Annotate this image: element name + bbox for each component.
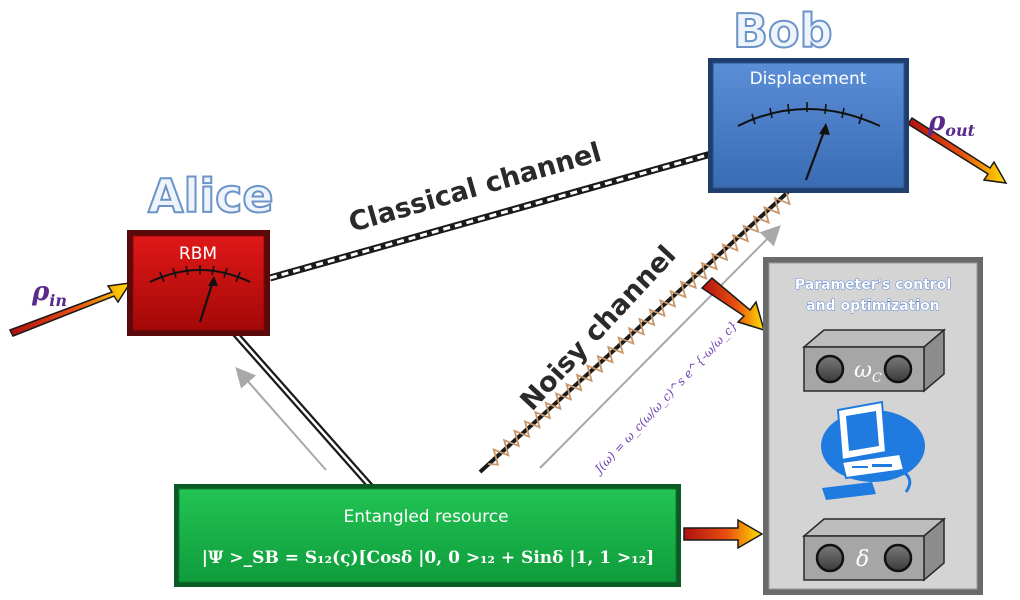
control-title-line2: and optimization <box>806 298 940 314</box>
alice-meter-gauge <box>149 265 251 323</box>
quantum-flow-arrow-bob <box>539 225 781 469</box>
classical-channel-line <box>269 148 719 282</box>
alice-rbm-device: RBM <box>127 230 270 336</box>
knob-left-icon[interactable] <box>815 354 845 384</box>
noisy-channel-line <box>478 188 791 474</box>
quantum-flow-arrow-alice <box>235 366 327 471</box>
parameter-control-panel: Parameter's control and optimization ωC <box>763 257 983 595</box>
bob-meter-gauge <box>737 102 881 181</box>
output-state-arrow <box>906 116 1008 184</box>
omega-c-label: ωC <box>854 358 882 386</box>
knob-right-icon[interactable] <box>883 354 913 384</box>
delta-label: δ <box>856 547 869 572</box>
entangled-resource-box: Entangled resource |Ψ >_SB = S₁₂(ς)[Cosδ… <box>174 484 681 587</box>
bob-displacement-device: Displacement <box>708 58 909 193</box>
knob-right-icon[interactable] <box>883 543 913 573</box>
alice-resource-link <box>229 327 375 491</box>
resource-to-control-arrow <box>683 518 764 550</box>
noisy-channel-label: Noisy channel <box>514 240 682 417</box>
alice-device-label: RBM <box>179 244 217 264</box>
delta-control[interactable]: δ <box>801 517 947 582</box>
omega-c-control[interactable]: ωC <box>801 328 947 393</box>
alice-title: Alice <box>148 169 274 223</box>
knob-left-icon[interactable] <box>815 543 845 573</box>
resource-equation: |Ψ >_SB = S₁₂(ς)[Cosδ |0, 0 >₁₂ + Sinδ |… <box>202 548 654 568</box>
bob-title: Bob <box>733 4 833 58</box>
resource-title: Entangled resource <box>343 507 508 527</box>
control-title-line1: Parameter's control <box>795 277 951 293</box>
input-state-arrow <box>8 282 132 337</box>
output-state-label: ρout <box>927 107 976 140</box>
noise-to-control-arrow <box>700 276 766 332</box>
computer-icon <box>821 400 925 500</box>
bob-device-label: Displacement <box>750 69 867 89</box>
input-state-label: ρin <box>31 277 67 310</box>
